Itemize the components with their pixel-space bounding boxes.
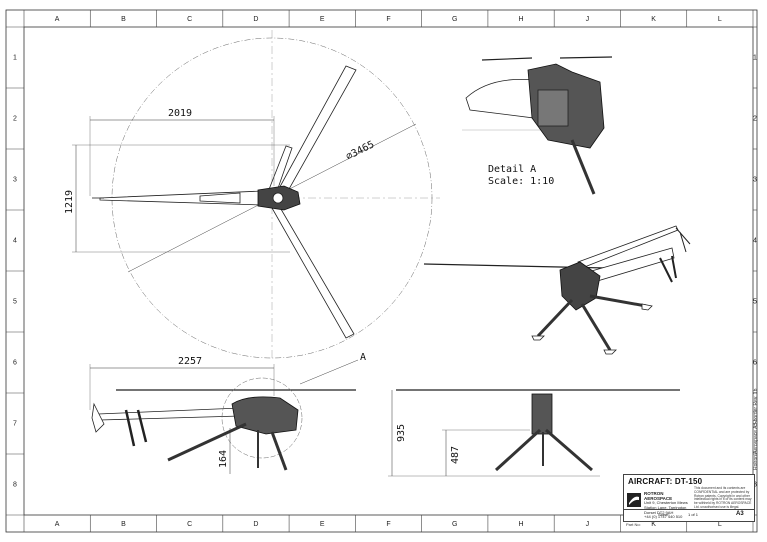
row-label: 5	[753, 299, 757, 306]
tail-boom	[97, 407, 241, 421]
outer-border	[5, 9, 758, 533]
row-label: 1	[13, 55, 17, 62]
dim-side-height: 164	[218, 450, 229, 468]
column-label: F	[386, 521, 390, 528]
company-line: Station Lane, Tarrington	[644, 504, 687, 510]
company-line: Unit 9, Chesterton Mews	[644, 500, 688, 506]
column-label: E	[320, 521, 325, 528]
row-label: 8	[753, 482, 757, 489]
column-label: H	[519, 521, 524, 528]
row-label: 6	[13, 360, 17, 367]
row-label: 7	[13, 421, 17, 428]
column-label: L	[718, 521, 722, 528]
side-view	[89, 359, 359, 474]
tripod-leg	[536, 298, 574, 338]
fuselage-iso	[559, 261, 601, 311]
dim-rotor-diameter: ⌀3465	[344, 139, 376, 162]
column-label: D	[253, 16, 258, 23]
column-label: A	[55, 521, 60, 528]
row-label: 4	[13, 238, 17, 245]
dim-top-width: 1219	[64, 190, 75, 214]
column-label: C	[187, 521, 192, 528]
row-label: 2	[753, 116, 757, 123]
zone-labels: A A B B C C D D E E F F G G H H J J K K L L 1 1 2 2 3 3 4 4 5 5 6 6 7 7 8 8	[13, 16, 757, 528]
row-label: 8	[13, 482, 17, 489]
company-logo-icon	[627, 493, 641, 507]
paper-size: A3	[736, 511, 744, 517]
column-label: H	[519, 16, 524, 23]
detail-title: Detail A	[488, 164, 536, 175]
aircraft-title: AIRCRAFT: DT-150	[628, 477, 703, 486]
dim-side-length: 2257	[178, 356, 202, 367]
column-label: A	[55, 16, 60, 23]
iso-view	[423, 225, 691, 355]
row-label: 3	[13, 177, 17, 184]
rotor-blade	[271, 203, 355, 339]
column-label: K	[651, 521, 656, 528]
zone-ticks	[6, 10, 757, 532]
title-block: AIRCRAFT: DT-150 ROTRON AEROSPACE Unit 9…	[623, 474, 755, 522]
border-revision-note: Rotron Aerospace A3 border Rev. 1b	[753, 388, 759, 470]
row-label: 1	[753, 55, 757, 62]
tripod-leg	[545, 428, 593, 472]
row-label: 3	[753, 177, 757, 184]
tripod-leg	[589, 294, 647, 308]
row-label: 7	[753, 421, 757, 428]
column-label: J	[586, 16, 590, 23]
row-label: 2	[13, 116, 17, 123]
column-label: B	[121, 521, 126, 528]
column-label: G	[452, 16, 457, 23]
part-number-label: Part No:	[626, 522, 641, 527]
canopy	[465, 79, 535, 119]
company-name: ROTRON AEROSPACE	[644, 491, 673, 502]
detail-a-view	[462, 56, 613, 195]
rotor-blade	[275, 65, 357, 199]
tripod-leg	[167, 422, 247, 462]
legal-notice: This document and its contents are CONFI…	[694, 486, 752, 509]
tripod-leg	[270, 431, 288, 471]
column-label: D	[253, 521, 258, 528]
column-label: F	[386, 16, 390, 23]
company-info: ROTRON AEROSPACE Unit 9, Chesterton Mews…	[644, 491, 692, 520]
fuselage-side	[231, 396, 299, 435]
dim-top-length: 2019	[168, 108, 192, 119]
callout-a: A	[360, 352, 366, 363]
company-line: Dorset DT2 9AH	[644, 509, 674, 515]
sheet-label: Sheet:	[658, 512, 670, 517]
sheet-number: 1 of 1	[688, 512, 699, 517]
front-view	[388, 389, 680, 477]
column-label: C	[187, 16, 192, 23]
row-label: 5	[13, 299, 17, 306]
column-label: G	[452, 521, 457, 528]
top-view	[72, 30, 440, 360]
tripod-leg	[570, 139, 596, 195]
detail-circle	[221, 377, 303, 459]
column-label: J	[586, 521, 590, 528]
detail-scale: Scale: 1:10	[488, 176, 554, 187]
column-label: L	[718, 16, 722, 23]
company-line: +44 (0) 1747 440 510	[644, 514, 683, 520]
title-block-footer: Sheet: 1 of 1 A3	[624, 509, 754, 522]
column-label: K	[651, 16, 656, 23]
tripod-leg	[580, 303, 612, 351]
dim-front-height: 935	[396, 424, 407, 442]
tripod-leg	[494, 428, 542, 472]
dim-front-leg-height: 487	[450, 446, 461, 464]
row-label: 6	[753, 360, 757, 367]
column-label: E	[320, 16, 325, 23]
tail-boom	[587, 247, 675, 283]
fuselage-front	[531, 393, 553, 435]
row-label: 4	[753, 238, 757, 245]
column-label: B	[121, 16, 126, 23]
